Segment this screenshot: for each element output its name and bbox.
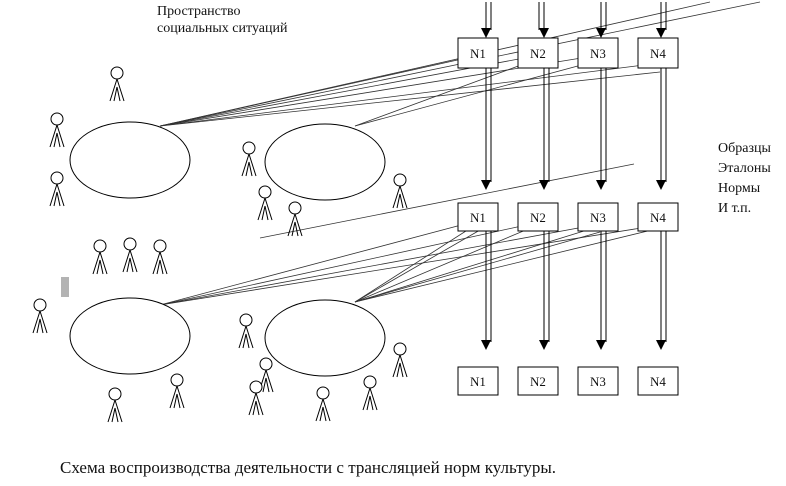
person-icon: [109, 66, 125, 102]
arrows-row2-row3: [481, 231, 667, 350]
norm-label-n3-row3: N3: [590, 374, 606, 389]
norm-label-n2-row3: N2: [530, 374, 546, 389]
norm-box-n2-row3: [517, 366, 559, 396]
person-icon: [49, 171, 65, 207]
person-icon: [241, 141, 257, 177]
person-icon: [238, 313, 254, 349]
person-icon: [248, 380, 264, 416]
norm-label-n3-row1: N3: [590, 46, 606, 61]
person-icon: [49, 112, 65, 148]
norm-label-n4-row1: N4: [650, 46, 666, 61]
side-label-samples: Образцы: [718, 141, 771, 156]
norm-box-n1-row1: [457, 37, 499, 69]
side-label-etc: И т.п.: [718, 201, 751, 216]
connection-lines: [159, 1, 761, 306]
norm-label-n1-row3: N1: [470, 374, 486, 389]
norm-label-n4-row2: N4: [650, 210, 666, 225]
arrows-row1-row2: [481, 68, 667, 190]
situation-ellipse-top-left: [69, 121, 191, 199]
person-icon: [169, 373, 185, 409]
norm-row-2: N1 N2 N3 N4: [457, 202, 679, 232]
norm-row-3: N1 N2 N3 N4: [457, 366, 679, 396]
side-label-standards: Эталоны: [718, 161, 771, 176]
norm-label-n2-row2: N2: [530, 210, 546, 225]
norm-row-1: N1 N2 N3 N4: [457, 37, 679, 69]
person-icon: [92, 239, 108, 275]
diagram-title-line1: Пространство: [157, 4, 241, 19]
norm-label-n4-row3: N4: [650, 374, 666, 389]
norm-box-n4-row1: [637, 37, 679, 69]
norm-label-n1-row2: N1: [470, 210, 486, 225]
gray-marker: [61, 277, 69, 297]
situation-ellipse-bottom-right: [264, 299, 386, 377]
person-icon: [315, 386, 331, 422]
norm-label-n3-row2: N3: [590, 210, 606, 225]
norm-box-n1-row2: [457, 202, 499, 232]
diagram-caption: Схема воспроизводства деятельности с тра…: [60, 458, 556, 477]
norm-box-n3-row1: [577, 37, 619, 69]
norm-box-n3-row2: [577, 202, 619, 232]
situation-ellipse-bottom-left: [69, 297, 191, 375]
norm-box-n1-row3: [457, 366, 499, 396]
norm-box-n4-row3: [637, 366, 679, 396]
person-icon: [392, 342, 408, 378]
situation-ellipse-top-right: [264, 123, 386, 201]
norm-box-n2-row1: [517, 37, 559, 69]
norm-box-n2-row2: [517, 202, 559, 232]
person-icon: [362, 375, 378, 411]
norm-label-n1-row1: N1: [470, 46, 486, 61]
person-icon: [392, 173, 408, 209]
norm-box-n4-row2: [637, 202, 679, 232]
side-label-norms: Нормы: [718, 181, 761, 196]
diagram-title-line2: социальных ситуаций: [157, 21, 288, 36]
person-icon: [122, 237, 138, 273]
person-icon: [257, 185, 273, 221]
person-icon: [152, 239, 168, 275]
person-icon: [32, 298, 48, 334]
norm-box-n3-row3: [577, 366, 619, 396]
situation-ellipses: [69, 121, 386, 377]
norm-label-n2-row1: N2: [530, 46, 546, 61]
input-arrows: [481, 2, 667, 38]
person-icon: [107, 387, 123, 423]
